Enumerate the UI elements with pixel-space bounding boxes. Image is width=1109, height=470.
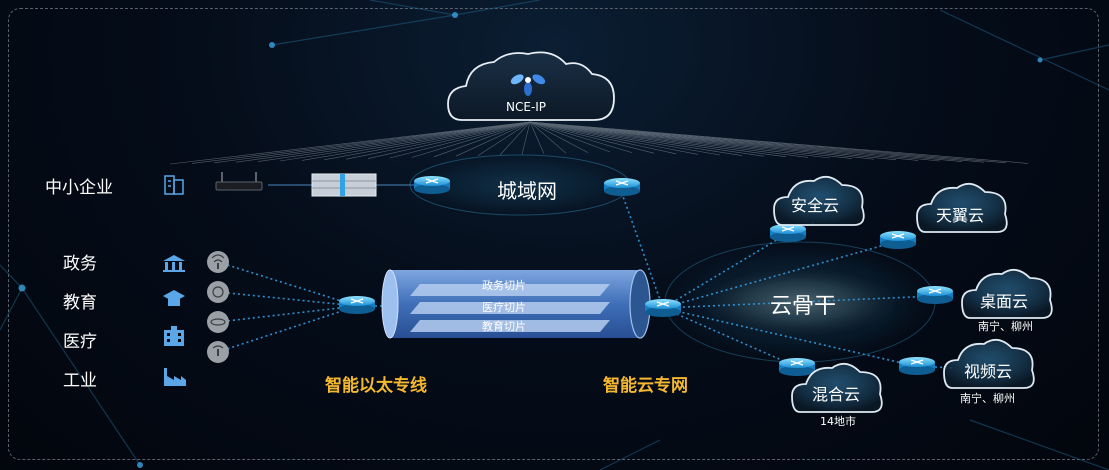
sme-building-icon — [164, 175, 184, 195]
cloud-sub-hybrid: 14地市 — [820, 415, 856, 428]
router-metro-right — [604, 178, 640, 196]
router-disc-icon — [207, 281, 229, 303]
hospital-icon — [164, 326, 184, 346]
cloud-hybrid — [791, 362, 883, 413]
sector-label-education: 教育 — [63, 293, 97, 313]
background-network-nodes — [18, 12, 1043, 468]
cloud-security — [773, 175, 865, 226]
sector-label-industry: 工业 — [63, 371, 97, 391]
access-device-circles — [207, 251, 229, 363]
cloud-label-desktop: 桌面云 — [980, 292, 1029, 311]
factory-icon — [164, 368, 186, 386]
sector-label-medical: 医疗 — [63, 332, 97, 352]
router-video — [899, 357, 935, 375]
caption-smart-ethernet: 智能以太专线 — [325, 376, 427, 396]
router-pipe-access — [339, 296, 375, 314]
cloud-tianyi — [916, 182, 1008, 233]
router-tianyi — [880, 231, 916, 249]
cloud-label-security: 安全云 — [791, 196, 840, 215]
cloud-sub-video: 南宁、柳州 — [960, 392, 1015, 405]
metro-network-label: 城域网 — [497, 179, 557, 203]
slice-pipe — [381, 269, 651, 339]
cloud-video — [943, 338, 1035, 389]
cloud-desktop — [961, 268, 1053, 319]
service-clouds — [773, 175, 1053, 413]
graduation-cap-icon — [163, 290, 185, 306]
cloud-label-video: 视频云 — [964, 362, 1013, 381]
slice-band-medical — [410, 302, 610, 314]
router-security — [770, 224, 806, 242]
hub-disc-icon — [207, 311, 229, 333]
sector-label-government: 政务 — [63, 254, 97, 274]
slice-label-medical: 医疗切片 — [482, 301, 526, 314]
router-hybrid — [779, 358, 815, 376]
slice-label-government: 政务切片 — [482, 279, 526, 292]
router-metro-left — [414, 176, 450, 194]
slice-band-government — [410, 284, 610, 296]
cloud-backbone-label: 云骨干 — [770, 294, 837, 319]
government-building-icon — [163, 255, 185, 272]
router-backbone-edge — [645, 299, 681, 317]
slice-band-education — [410, 320, 610, 332]
router-desktop — [917, 286, 953, 304]
cloud-sub-desktop: 南宁、柳州 — [978, 320, 1033, 333]
cpe-router-icon — [215, 172, 263, 191]
wireless-ap-icon — [207, 251, 229, 273]
nce-ip-label: NCE-IP — [506, 100, 547, 114]
nce-ip-cloud — [447, 51, 615, 121]
sme-label: 中小企业 — [45, 178, 113, 198]
nce-ip-logo-icon — [510, 74, 546, 96]
antenna-icon — [207, 341, 229, 363]
backbone-inner-ellipse — [705, 269, 895, 335]
controller-fan-lines — [169, 121, 1029, 165]
caption-smart-cloud-net: 智能云专网 — [603, 376, 688, 396]
routers — [339, 176, 953, 376]
cloud-label-hybrid: 混合云 — [812, 385, 861, 404]
dashed-frame — [8, 8, 1099, 460]
server-switch-icon — [311, 173, 377, 197]
slice-label-education: 教育切片 — [482, 320, 526, 333]
cloud-label-tianyi: 天翼云 — [936, 206, 985, 225]
